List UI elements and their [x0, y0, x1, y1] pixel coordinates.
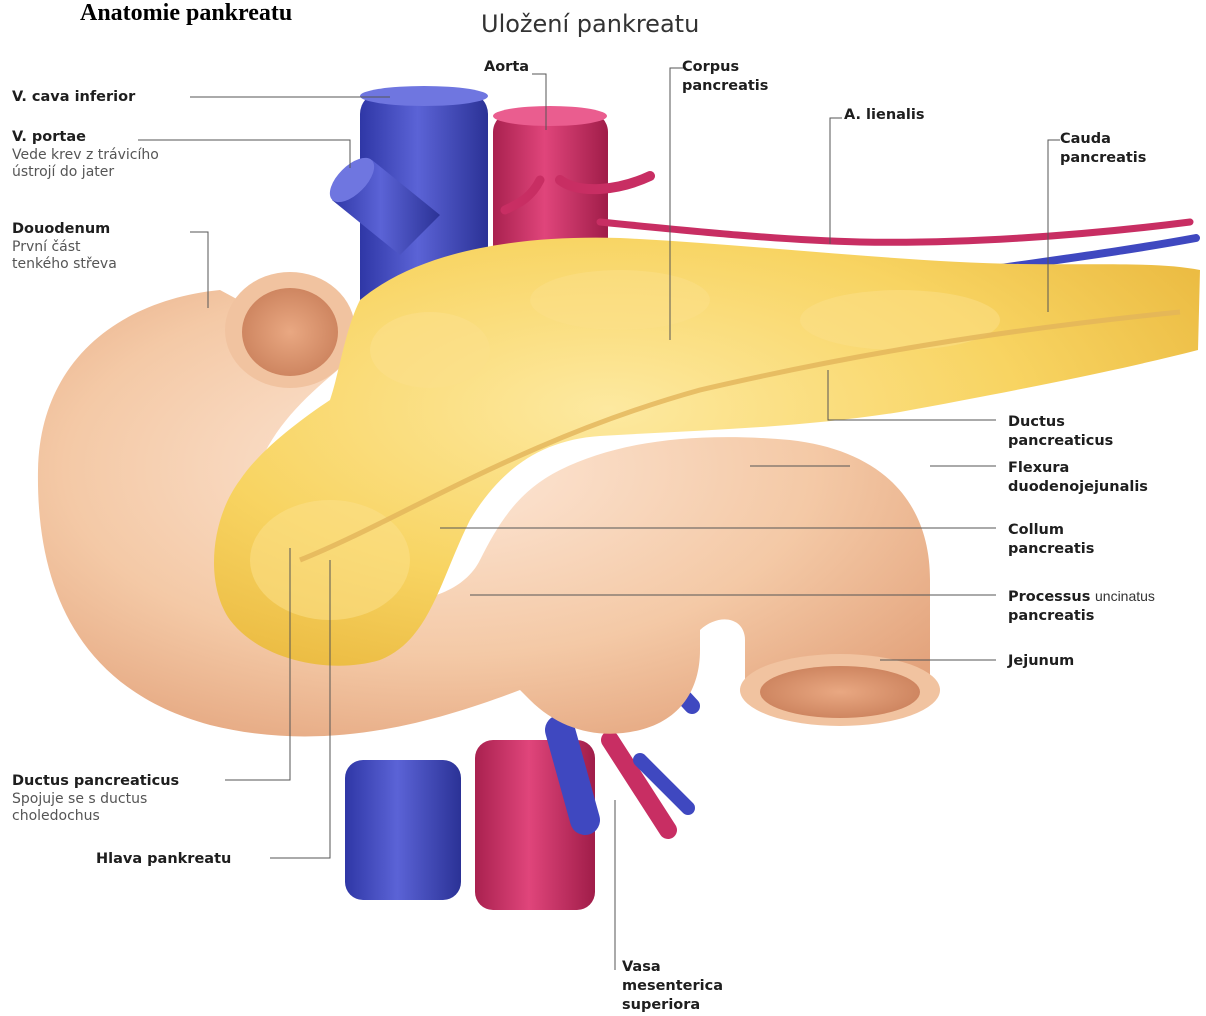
label-corpus-pancreatis: Corpus pancreatis: [682, 58, 792, 96]
label-vasa-name-3: superiora: [622, 996, 723, 1015]
label-flexura-duodenojejunalis: Flexura duodenojejunalis: [1008, 459, 1188, 497]
label-collum-pancreatis: Collum pancreatis: [1008, 521, 1128, 559]
label-collum-name: Collum pancreatis: [1008, 521, 1128, 559]
label-aorta: Aorta: [484, 58, 529, 77]
leader-line-lienalis: [830, 118, 842, 244]
label-aorta-name: Aorta: [484, 58, 529, 77]
label-portae-name: V. portae: [12, 128, 159, 147]
label-ductus-right-name: Ductus pancreaticus: [1008, 413, 1158, 451]
label-ductus-left-desc-1: Spojuje se s ductus: [12, 791, 179, 808]
label-processus-name-1: Processus: [1008, 589, 1090, 605]
label-processus-uncinatus: Processus uncinatus pancreatis: [1008, 587, 1155, 626]
label-corpus-name: Corpus pancreatis: [682, 58, 792, 96]
label-hlava-pankreatu: Hlava pankreatu: [96, 850, 231, 869]
label-ductus-pancreaticus-left: Ductus pancreaticus Spojuje se s ductus …: [12, 772, 179, 825]
label-duodenum-name: Douodenum: [12, 220, 117, 239]
label-vasa-name-2: mesenterica: [622, 977, 723, 996]
label-vena-cava-name: V. cava inferior: [12, 88, 135, 107]
label-cauda-name: Cauda pancreatis: [1060, 130, 1170, 168]
label-duodenum-desc-1: První část: [12, 239, 117, 256]
label-jejunum: Jejunum: [1008, 652, 1074, 671]
label-ductus-left-desc-2: choledochus: [12, 808, 179, 825]
label-hlava-name: Hlava pankreatu: [96, 850, 231, 869]
label-jejunum-name: Jejunum: [1008, 652, 1074, 671]
label-ductus-pancreaticus-right: Ductus pancreaticus: [1008, 413, 1158, 451]
label-vasa-name-1: Vasa: [622, 958, 723, 977]
figure-title: Uložení pankreatu: [481, 10, 699, 38]
label-ductus-left-name: Ductus pancreaticus: [12, 772, 179, 791]
document-title: Anatomie pankreatu: [80, 0, 292, 27]
label-arteria-lienalis: A. lienalis: [844, 106, 925, 125]
label-portae-desc-2: ústrojí do jater: [12, 164, 159, 181]
label-vasa-mesenterica: Vasa mesenterica superiora: [622, 958, 723, 1015]
label-processus-name-3: pancreatis: [1008, 607, 1155, 626]
label-vena-cava-inferior: V. cava inferior: [12, 88, 135, 107]
label-duodenum-desc-2: tenkého střeva: [12, 256, 117, 273]
label-flexura-name: Flexura duodenojejunalis: [1008, 459, 1188, 497]
label-portae-desc-1: Vede krev z trávicího: [12, 147, 159, 164]
label-lienalis-name: A. lienalis: [844, 106, 925, 125]
label-processus-name-2: uncinatus: [1095, 588, 1155, 604]
label-vena-portae: V. portae Vede krev z trávicího ústrojí …: [12, 128, 159, 181]
label-duodenum: Douodenum První část tenkého střeva: [12, 220, 117, 273]
leader-line-portae: [138, 140, 350, 168]
label-cauda-pancreatis: Cauda pancreatis: [1060, 130, 1170, 168]
